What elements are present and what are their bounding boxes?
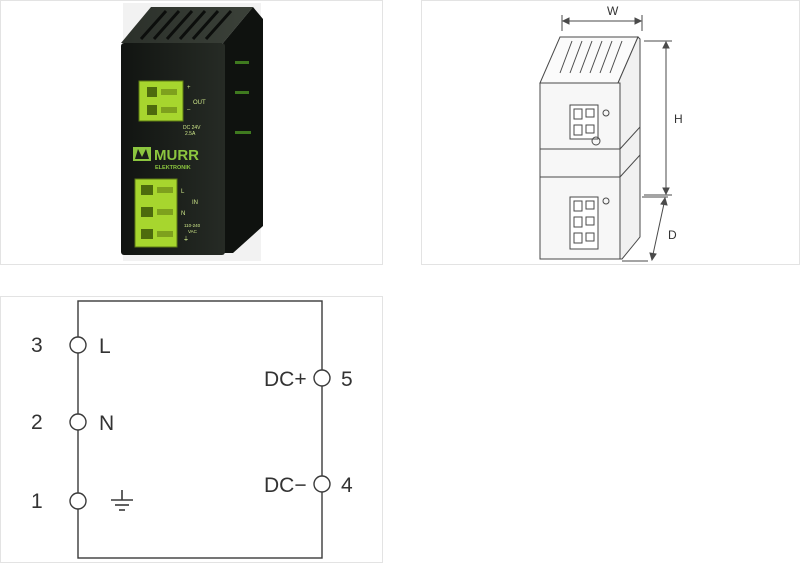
terminal-1-circle (69, 492, 87, 510)
out-minus-label: – (187, 107, 191, 113)
width-dimension (561, 15, 643, 31)
terminal-3-circle (69, 336, 87, 354)
murr-logo-icon (133, 147, 151, 161)
wiring-diagram-panel: 3 L 2 N 1 5 DC+ 4 DC− (0, 296, 383, 563)
terminal-4-circle (313, 475, 331, 493)
terminal-4-number: 4 (341, 474, 353, 497)
terminal-3-label: L (99, 335, 111, 358)
housing-side (223, 7, 263, 253)
power-supply-photo: + – OUT DC 24V 2.5A MURR ELEKTRONIK L N … (121, 3, 263, 261)
depth-label: D (668, 228, 677, 242)
terminal-2-number: 2 (31, 411, 43, 434)
terminal-5-label: DC+ (264, 368, 307, 391)
side-markings (235, 61, 251, 134)
device-outline (539, 36, 641, 260)
device-box (77, 300, 323, 559)
dimension-drawing: W (539, 4, 683, 262)
output-terminal-block (138, 80, 184, 122)
out-label: OUT (193, 100, 206, 106)
ground-symbol-icon: ⏚ (183, 236, 189, 243)
housing-top (121, 7, 253, 43)
rating-line-1: DC 24V (183, 125, 201, 131)
in-range-line-2: VAC (188, 229, 198, 234)
out-plus-label: + (187, 85, 191, 91)
in-label: IN (192, 200, 198, 206)
terminal-5-circle (313, 369, 331, 387)
input-terminal-block (134, 178, 178, 248)
in-n-label: N (181, 211, 185, 217)
vent-slots (139, 10, 233, 40)
brand-sub: ELEKTRONIK (155, 165, 191, 171)
in-l-label: L (181, 189, 185, 195)
brand-name: MURR (154, 147, 199, 164)
rating-line-2: 2.5A (185, 131, 196, 137)
height-label: H (674, 112, 683, 126)
wiring-diagram: 3 L 2 N 1 5 DC+ 4 DC− (31, 300, 353, 559)
width-label: W (607, 4, 619, 18)
terminal-2-circle (69, 413, 87, 431)
terminal-2-label: N (99, 412, 114, 435)
dimension-drawing-panel: W (421, 0, 800, 265)
height-dimension (644, 40, 672, 196)
terminal-4-label: DC− (264, 474, 307, 497)
terminal-5-number: 5 (341, 368, 353, 391)
depth-dimension (622, 196, 668, 262)
in-range-line-1: 110-240 (184, 223, 201, 228)
terminal-1-number: 1 (31, 490, 43, 513)
product-photo-panel: + – OUT DC 24V 2.5A MURR ELEKTRONIK L N … (0, 0, 383, 265)
terminal-3-number: 3 (31, 334, 43, 357)
ground-icon (111, 490, 133, 511)
